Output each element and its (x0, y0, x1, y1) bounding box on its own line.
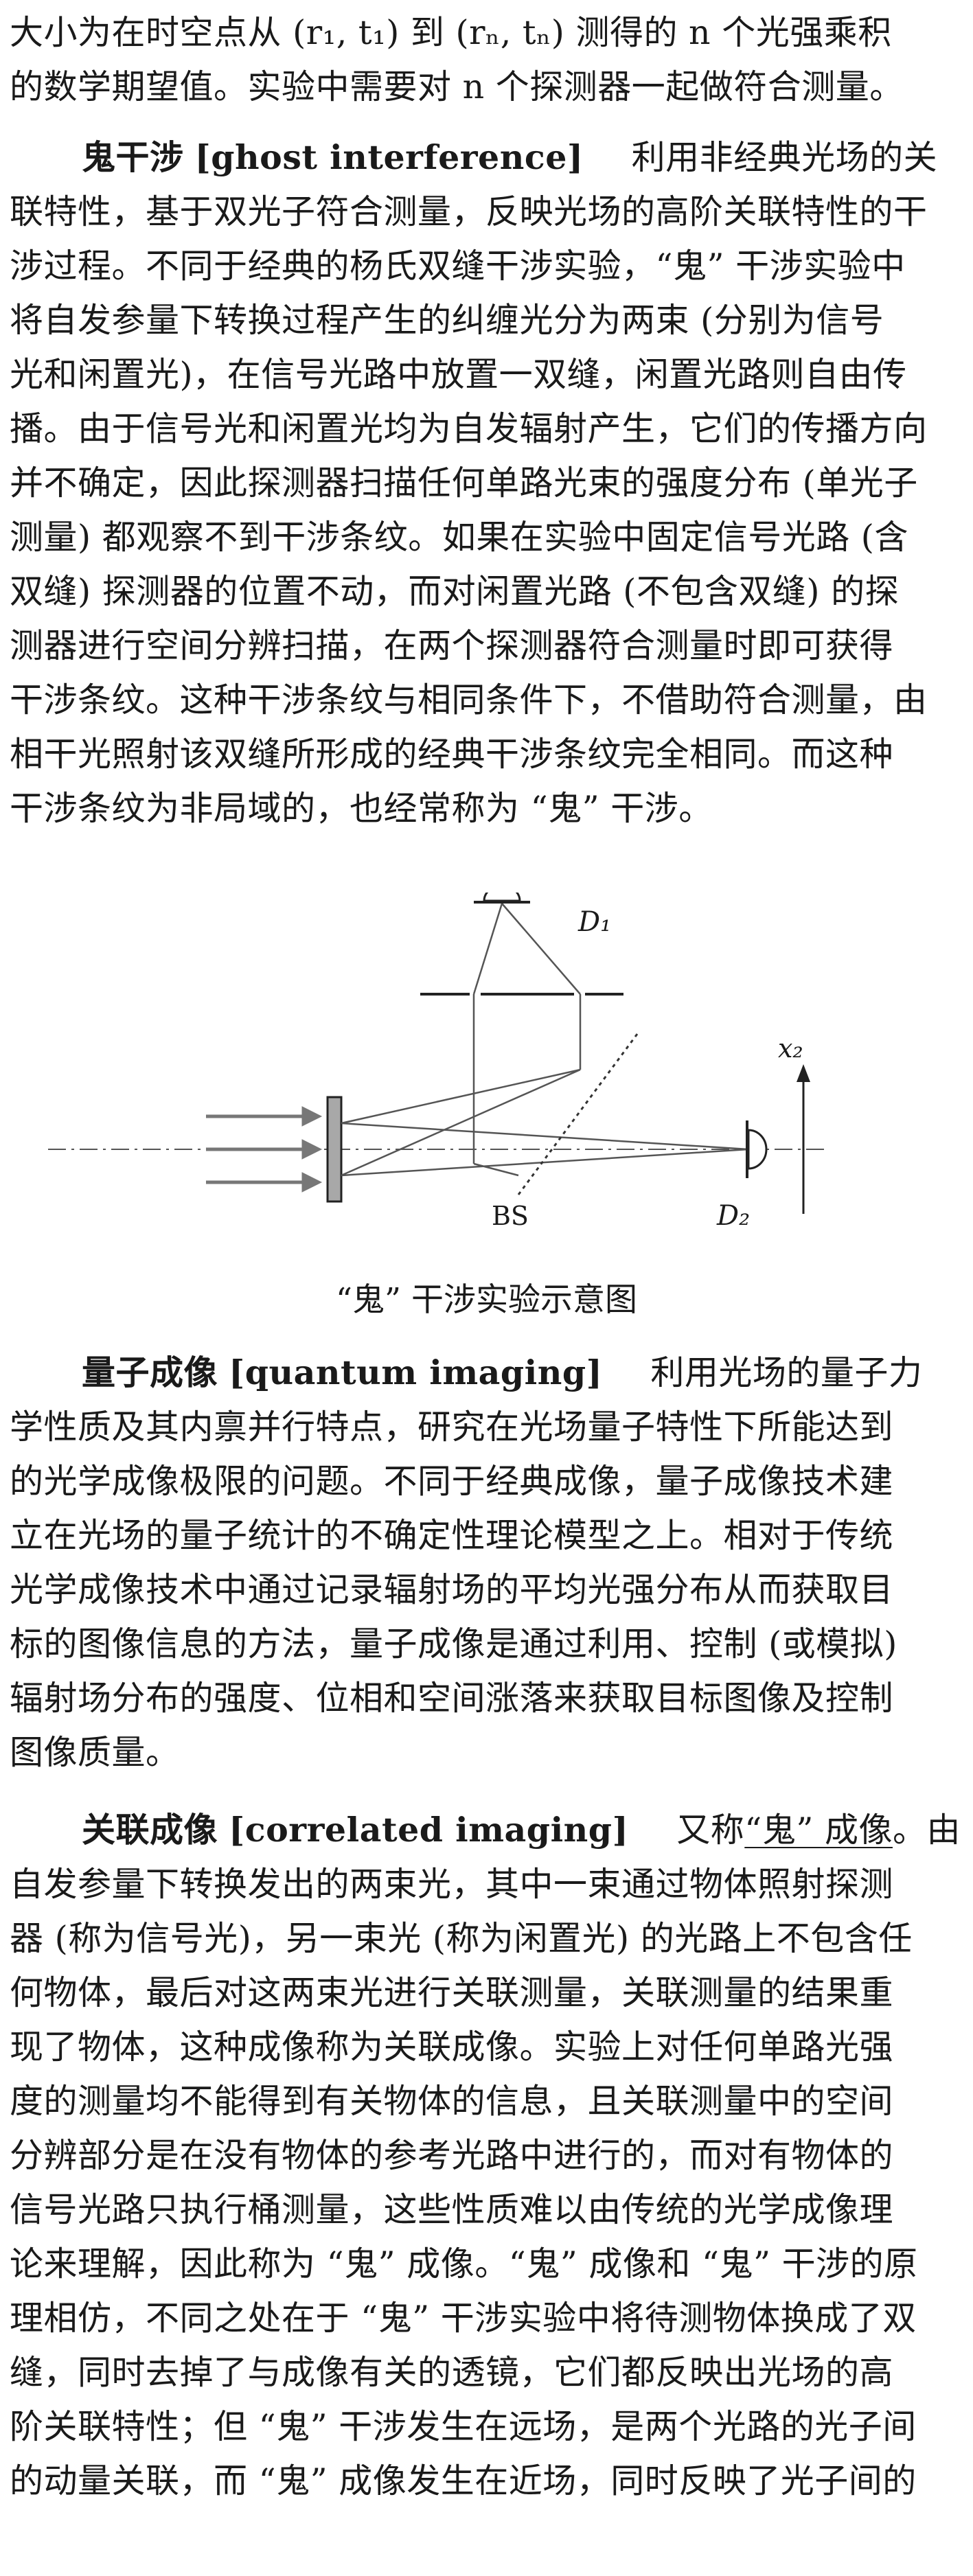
text-line: 立在光场的量子统计的不确定性理论模型之上。相对于传统 (10, 1516, 894, 1555)
text-line: 大小为在时空点从 (r₁, t₁) 到 (rₙ, tₙ) 测得的 n 个光强乘积 (10, 13, 892, 52)
text-segment: 又称 (676, 1810, 745, 1850)
text-line: 干涉条纹。这种干涉条纹与相同条件下，不借助符合测量，由 (10, 680, 928, 720)
ghost-interference-diagram: D₁ D₂ x₂ BS (48, 893, 824, 1232)
figure-caption: “鬼” 干涉实验示意图 (336, 1281, 637, 1319)
entry-heading-line: 鬼干涉 [ghost interference] 利用非经典光场的关 (10, 130, 965, 185)
text-line: 并不确定，因此探测器扫描任何单路光束的强度分布 (单光子 (10, 463, 918, 503)
text-segment: 利用光场的量子力 (650, 1353, 923, 1392)
label-x2: x₂ (778, 1033, 803, 1063)
label-d1: D₁ (577, 906, 611, 938)
text-line: 的数学期望值。实验中需要对 n 个探测器一起做符合测量。 (10, 67, 904, 106)
entry-english-term: [correlated imaging] (229, 1810, 629, 1850)
text-line: 何物体，最后对这两束光进行关联测量，关联测量的结果重 (10, 1973, 894, 2012)
detector-d1-icon (483, 893, 521, 902)
entry-ghost-interference: 鬼干涉 [ghost interference] 利用非经典光场的关 联特性，基于… (10, 130, 965, 836)
text-line: 光和闲置光)，在信号光路中放置一双缝，闲置光路则自由传 (10, 355, 907, 394)
text-line: 测器进行空间分辨扫描，在两个探测器符合测量时即可获得 (10, 626, 894, 665)
text-line: 辐射场分布的强度、位相和空间涨落来获取目标图像及控制 (10, 1679, 894, 1718)
text-line: 理相仿，不同之处在于 “鬼” 干涉实验中将待测物体换成了双 (10, 2299, 917, 2338)
cross-reference-link[interactable]: “鬼” 成像 (744, 1810, 893, 1850)
text-segment: 。由 (892, 1810, 961, 1850)
text-line: 光学成像技术中通过记录辐射场的平均光强分布从而获取目 (10, 1570, 894, 1609)
text-line: 图像质量。 (10, 1733, 180, 1772)
entry-english-term: [quantum imaging] (229, 1353, 603, 1392)
text-line: 分辨部分是在没有物体的参考光路中进行的，而对有物体的 (10, 2136, 894, 2175)
text-line: 缝，同时去掉了与成像有关的透镜，它们都反映出光场的高 (10, 2353, 894, 2392)
label-bs: BS (492, 1201, 529, 1231)
entry-heading-line: 量子成像 [quantum imaging] 利用光场的量子力 (10, 1346, 965, 1400)
text-line: 的光学成像极限的问题。不同于经典成像，量子成像技术建 (10, 1462, 894, 1501)
text-line: 自发参量下转换发出的两束光，其中一束通过物体照射探测 (10, 1865, 894, 1904)
entry-term: 鬼干涉 (82, 138, 184, 177)
text-line: 信号光路只执行桶测量，这些性质难以由传统的光学成像理 (10, 2190, 894, 2229)
text-line: 阶关联特性；但 “鬼” 干涉发生在远场，是两个光路的光子间 (10, 2407, 917, 2446)
text-line: 干涉条纹为非局域的，也经常称为 “鬼” 干涉。 (10, 789, 713, 828)
text-line: 度的测量均不能得到有关物体的信息，且关联测量中的空间 (10, 2082, 894, 2121)
entry-heading-line: 关联成像 [correlated imaging] 又称“鬼” 成像。由 (10, 1803, 965, 1857)
detector-d2-icon (747, 1129, 768, 1170)
intro-paragraph: 大小为在时空点从 (r₁, t₁) 到 (rₙ, tₙ) 测得的 n 个光强乘积… (10, 5, 965, 114)
text-line: 联特性，基于双光子符合测量，反映光场的高阶关联特性的干 (10, 192, 928, 231)
text-line: 学性质及其内禀并行特点，研究在光场量子特性下所能达到 (10, 1407, 894, 1447)
entry-correlated-imaging: 关联成像 [correlated imaging] 又称“鬼” 成像。由 自发参量… (10, 1803, 965, 2508)
text-line: 播。由于信号光和闲置光均为自发辐射产生，它们的传播方向 (10, 409, 928, 448)
text-line: 将自发参量下转换过程产生的纠缠光分为两束 (分别为信号 (10, 301, 884, 340)
text-line: 相干光照射该双缝所形成的经典干涉条纹完全相同。而这种 (10, 735, 894, 774)
entry-term: 量子成像 (82, 1353, 218, 1392)
text-line: 现了物体，这种成像称为关联成像。实验上对任何单路光强 (10, 2027, 894, 2067)
text-line: 双缝) 探测器的位置不动，而对闲置光路 (不包含双缝) 的探 (10, 572, 900, 611)
beam-paths (341, 903, 749, 1177)
text-segment: 利用非经典光场的关 (631, 138, 938, 177)
text-line: 测量) 都观察不到干涉条纹。如果在实验中固定信号光路 (含 (10, 518, 908, 557)
crystal (326, 1096, 343, 1203)
entry-english-term: [ghost interference] (194, 137, 584, 177)
input-beam-arrows (206, 1106, 323, 1193)
text-line: 涉过程。不同于经典的杨氏双缝干涉实验，“鬼” 干涉实验中 (10, 246, 906, 286)
entry-quantum-imaging: 量子成像 [quantum imaging] 利用光场的量子力 学性质及其内禀并行… (10, 1346, 965, 1780)
text-line: 器 (称为信号光)，另一束光 (称为闲置光) 的光路上不包含任 (10, 1919, 913, 1958)
text-line: 标的图像信息的方法，量子成像是通过利用、控制 (或模拟) (10, 1624, 897, 1664)
entry-term: 关联成像 (82, 1810, 218, 1850)
text-line: 论来理解，因此称为 “鬼” 成像。“鬼” 成像和 “鬼” 干涉的原 (10, 2244, 918, 2284)
beam-splitter (517, 1033, 639, 1195)
label-d2: D₂ (716, 1200, 750, 1232)
text-line: 的动量关联，而 “鬼” 成像发生在近场，同时反映了光子间的 (10, 2461, 917, 2500)
arrow-up-icon (797, 1064, 810, 1082)
